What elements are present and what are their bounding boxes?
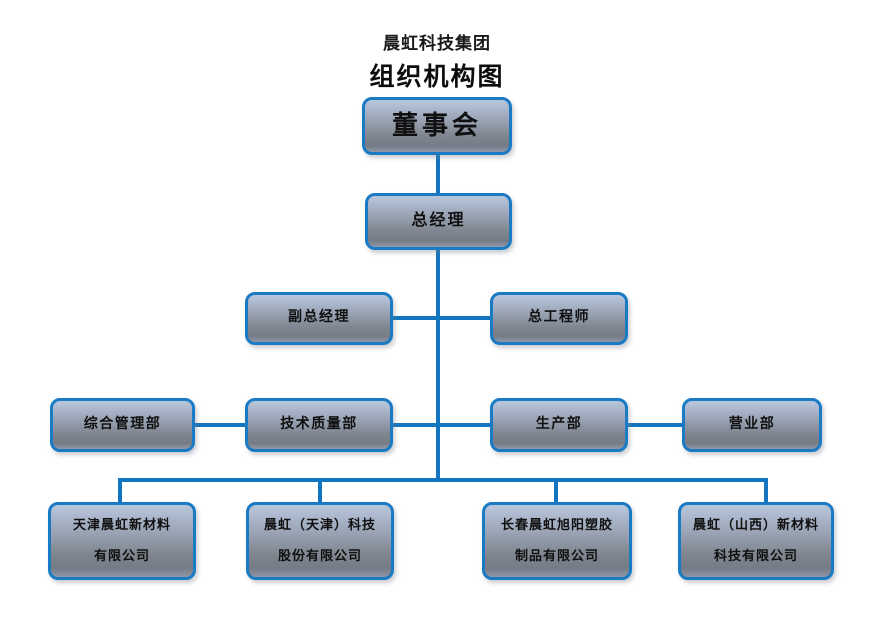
node-department-comprehensive-management[interactable]: 综合管理部 xyxy=(50,398,195,452)
node-label-line1: 晨虹（山西）新材料 xyxy=(692,517,819,533)
connector-production-to-sales xyxy=(626,423,682,427)
node-label-line2: 科技有限公司 xyxy=(713,548,798,563)
node-label: 技术质量部 xyxy=(280,416,358,432)
node-subsidiary-chenhong-shanxi-new-materials[interactable]: 晨虹（山西）新材料 科技有限公司 xyxy=(678,502,834,580)
node-chief-engineer[interactable]: 总工程师 xyxy=(490,292,628,345)
node-department-production[interactable]: 生产部 xyxy=(490,398,628,452)
chart-title: 组织机构图 xyxy=(369,64,505,91)
node-label: 营业部 xyxy=(728,416,776,432)
connector-dept-left-segment xyxy=(193,423,247,427)
company-title: 晨虹科技集团 xyxy=(383,34,491,53)
node-subsidiary-changchun-chenhong-xuyang-plastics[interactable]: 长春晨虹旭阳塑胶 制品有限公司 xyxy=(482,502,632,580)
connector-dept-tech-to-spine xyxy=(391,423,440,427)
node-label: 总工程师 xyxy=(528,310,590,326)
node-subsidiary-tianjin-chenhong-new-materials[interactable]: 天津晨虹新材料 有限公司 xyxy=(48,502,196,580)
node-label: 综合管理部 xyxy=(83,416,162,432)
connector-drop-subsidiary-4 xyxy=(764,478,768,504)
node-label: 副总经理 xyxy=(288,310,350,326)
node-label-line2: 有限公司 xyxy=(93,548,150,563)
node-label: 生产部 xyxy=(535,416,583,432)
connector-drop-subsidiary-2 xyxy=(318,478,322,504)
connector-spine-to-production xyxy=(436,423,492,427)
connector-drop-subsidiary-1 xyxy=(118,478,122,504)
node-label-line1: 天津晨虹新材料 xyxy=(72,517,171,533)
node-department-sales[interactable]: 营业部 xyxy=(682,398,822,452)
node-general-manager[interactable]: 总经理 xyxy=(365,193,512,250)
node-label-line1: 长春晨虹旭阳塑胶 xyxy=(500,517,613,533)
node-department-technical-quality[interactable]: 技术质量部 xyxy=(245,398,393,452)
connector-main-spine xyxy=(436,248,440,482)
connector-subsidiary-bus xyxy=(118,478,768,482)
connector-drop-subsidiary-3 xyxy=(554,478,558,504)
node-label-line2: 制品有限公司 xyxy=(514,548,599,563)
node-label-line1: 晨虹（天津）科技 xyxy=(263,517,376,533)
connector-spine-to-chief-engineer xyxy=(436,316,492,320)
node-subsidiary-chenhong-tianjin-technology[interactable]: 晨虹（天津）科技 股份有限公司 xyxy=(246,502,394,580)
node-label: 总经理 xyxy=(411,212,466,230)
node-board-of-directors[interactable]: 董事会 xyxy=(362,97,512,155)
node-deputy-general-manager[interactable]: 副总经理 xyxy=(245,292,393,345)
node-label: 董事会 xyxy=(391,111,482,141)
connector-board-to-gm xyxy=(436,153,440,195)
node-label-line2: 股份有限公司 xyxy=(277,548,362,563)
connector-spine-to-deputy-gm xyxy=(391,316,440,320)
